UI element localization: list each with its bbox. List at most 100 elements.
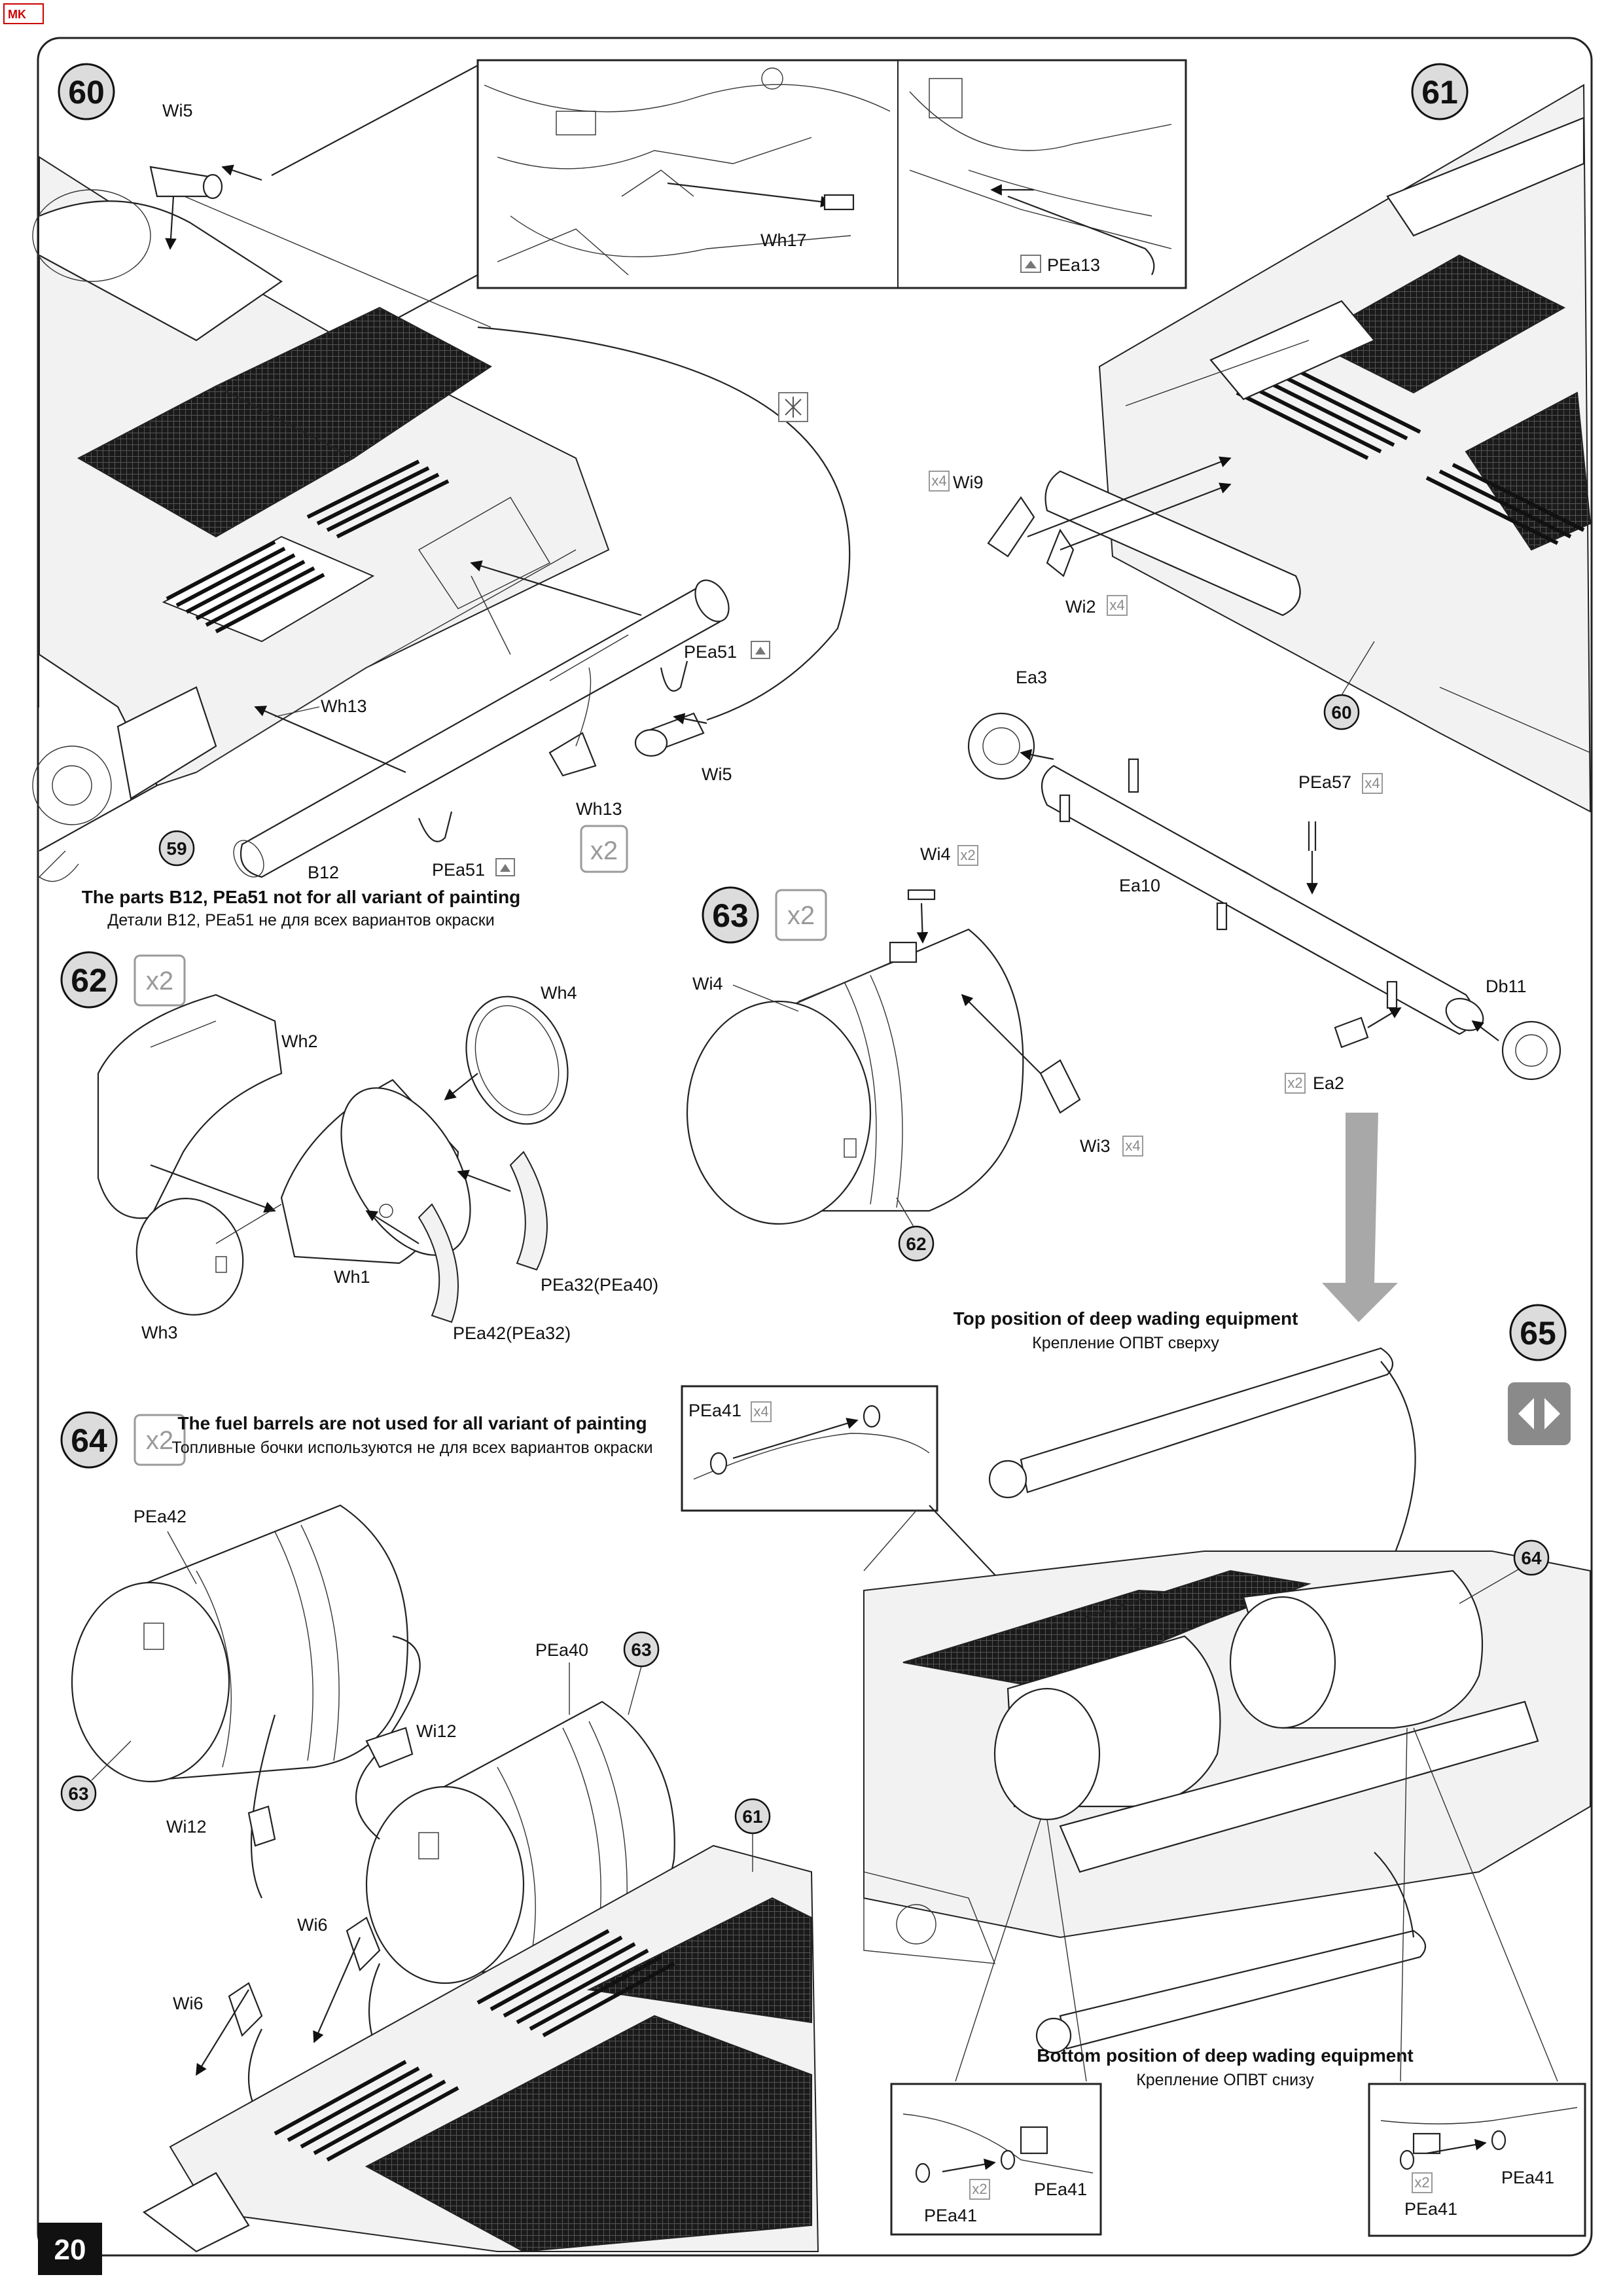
label-wi6-left: Wi6 [173,1994,204,2013]
label-pea57: PEa57 [1298,772,1351,792]
part-b12 [233,579,730,878]
step-badge-62 [60,951,118,1009]
qty-ea2: x2 [1287,1075,1302,1091]
qty-wi9: x4 [931,473,946,489]
step-badge-64 [60,1411,118,1469]
callout-inset-pea41 [681,1385,938,1512]
option-icon [1508,1382,1571,1445]
step-63: 63 x2 Wi4 Wi4 x2 Wi3 x4 62 [686,844,1143,1262]
step-number-62: 62 [71,962,107,999]
label-pea32: PEa32(PEa40) [541,1275,658,1295]
step-65: 65 Top position of deep wading equipment… [681,1304,1591,2237]
qty-wi4: x2 [960,847,975,863]
svg-text:63: 63 [631,1640,651,1660]
label-wh13-left: Wh13 [321,696,367,716]
step-60: 60 [32,59,1187,929]
step-61: 61 x4 Wi9 [929,63,1592,1322]
label-ea3: Ea3 [1016,668,1047,687]
part-wh4 [465,996,569,1125]
label-pea41-bl-1: PEa41 [924,2206,977,2225]
qty-pea57: x4 [1364,775,1380,791]
step-62: 62 x2 Wh2 Wh1 Wh4 Wh3 PEa32(PEa40) PEa42… [60,951,658,1343]
qty-pea41: x4 [753,1403,768,1420]
step-number-61: 61 [1421,74,1458,111]
step-badge-60 [58,63,115,120]
part-wi6-left [228,1982,263,2037]
label-pea42-64: PEa42 [134,1507,187,1526]
part-wi2 [1046,528,1075,577]
svg-text:62: 62 [906,1234,926,1254]
label-pea51-left: PEa51 [432,860,485,880]
ref-badge-62 [898,1225,935,1262]
label-wi4-left: Wi4 [692,974,723,994]
label-pea13: PEa13 [1047,255,1100,275]
hull-rear-60 [32,156,610,882]
barrel-63 [686,928,1024,1225]
step-badge-63 [702,886,759,944]
label-wi9: Wi9 [953,473,984,492]
band-pea42 [418,1203,459,1323]
note-top-en: Top position of deep wading equipment [954,1308,1298,1329]
page-number-tab [38,2223,102,2275]
svg-text:63: 63 [68,1784,88,1804]
step-number-64: 64 [71,1422,107,1459]
label-ea2: Ea2 [1313,1073,1344,1093]
label-wh1: Wh1 [334,1267,370,1287]
hull-deck-64 [142,1844,819,2253]
qty-wi2: x4 [1109,597,1124,613]
label-pea51-right: PEa51 [684,642,737,662]
part-db11 [1501,1020,1561,1081]
part-wi12-left [247,1805,276,1847]
part-wh3 [135,1198,244,1316]
barrel-64-left [71,1504,408,1783]
ref-badge-64 [1513,1539,1550,1576]
ref-badge-63-left [60,1775,97,1812]
label-wh17: Wh17 [760,230,807,250]
step-number-65: 65 [1520,1315,1556,1352]
brand-logo: MK [3,3,44,24]
tow-cable-60 [477,326,851,721]
qty-wi3: x4 [1125,1138,1140,1154]
part-wi9 [987,496,1035,558]
step-64: 64 x2 The fuel barrels are not used for … [60,1411,819,2253]
label-wi2: Wi2 [1065,597,1096,617]
page-frame [37,37,1593,2257]
label-wi12-left: Wi12 [166,1817,207,1837]
page-number: 20 [54,2234,86,2266]
svg-text:MK: MK [8,8,26,21]
flow-arrow [1322,1113,1398,1322]
hull-rear-61 [1044,84,1592,813]
label-wi12-right: Wi12 [416,1721,457,1741]
part-wi5-bottom [634,712,707,757]
svg-text:59: 59 [166,838,187,859]
qty-pea41-br: x2 [1414,2174,1429,2191]
step-number-63: 63 [712,897,749,934]
qty-step64: x2 [146,1426,173,1455]
label-pea41-bl-2: PEa41 [1034,2179,1087,2199]
note-bottom-ru: Крепление ОПВТ снизу [1136,2071,1314,2089]
step-number-60: 60 [68,74,105,111]
note-step60-en: The parts B12, PEa51 not for all variant… [82,887,521,907]
step-badge-61 [1411,63,1469,120]
step-badge-65 [1509,1304,1567,1361]
label-pea42: PEa42(PEa32) [453,1323,571,1343]
callout-inset-60 [476,59,1187,289]
ref-badge-59 [158,830,195,867]
part-wi6-right [346,1916,381,1972]
pipe-bottom-65 [1059,1929,1427,2050]
svg-text:64: 64 [1521,1548,1542,1568]
qty-step62: x2 [146,967,173,996]
part-ea3 [967,712,1035,780]
note-step64-ru: Топливные бочки используются не для всех… [171,1439,652,1457]
pipe-top-65 [1020,1347,1394,1494]
part-wh1 [280,1079,471,1265]
note-step60-ru: Детали B12, PEa51 не для всех вариантов … [107,911,494,929]
part-ea2 [1334,1016,1369,1049]
label-wi6-right: Wi6 [297,1915,328,1935]
label-wh4: Wh4 [541,983,577,1003]
label-db11: Db11 [1486,977,1527,996]
hull-65 [863,1551,1591,1964]
svg-text:61: 61 [742,1806,762,1827]
note-step64-en: The fuel barrels are not used for all va… [177,1413,647,1433]
